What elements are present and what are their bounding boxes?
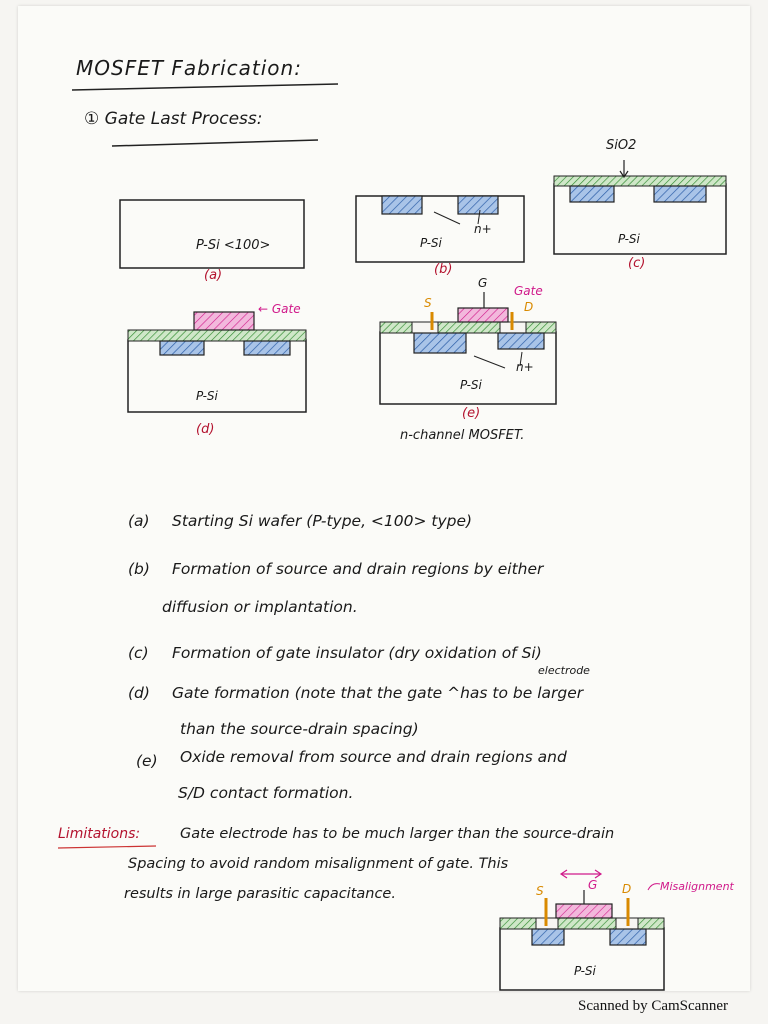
page-title: MOSFET Fabrication: [76,56,302,80]
arrow-e1 [473,355,506,369]
section-heading: ① Gate Last Process: [84,109,263,129]
section-underline [111,139,319,147]
caption-b: (b) [434,262,453,277]
doping-b-label: n+ [474,222,492,236]
limitations-line-2: Spacing to avoid random misalignment of … [128,856,509,872]
source-region-b [381,195,423,215]
step-b-cont: diffusion or implantation. [162,598,358,616]
substrate-d-label: P-Si [196,389,218,403]
substrate-b [355,195,525,263]
step-a-text: Starting Si wafer (P-type, <100> type) [172,512,473,530]
scanner-watermark: Scanned by CamScanner [578,998,728,1014]
step-b-label: (b) [128,560,150,578]
gate-e-terminal-label: G [478,276,488,290]
drain-region-l [609,928,647,946]
step-d-insert: electrode [538,664,590,677]
substrate-a [119,199,305,269]
title-underline [71,83,339,91]
step-e-text: Oxide removal from source and drain regi… [180,748,567,766]
limitations-figure [499,869,665,991]
oxide-layer-d [127,329,307,342]
gate-d-label: ← Gate [258,302,301,316]
notebook-page [18,6,750,991]
figure-b [355,195,525,263]
source-opening-e [411,321,439,334]
gate-e-label: Gate [514,284,543,298]
step-d-label: (d) [128,684,150,702]
misalignment-label: Misalignment [660,880,734,893]
drain-region-e [497,332,545,350]
source-l-label: S [536,884,544,898]
gate-d [193,311,255,331]
figure-e [379,292,557,405]
substrate-b-label: P-Si [420,236,442,250]
step-d-cont: than the source-drain spacing) [180,720,419,738]
device-name: n-channel MOSFET. [400,428,525,443]
source-region-d [159,340,205,356]
arrow-e2 [519,351,523,367]
source-region-l [531,928,565,946]
drain-region-c [653,185,707,203]
source-region-e [413,332,467,354]
limitations-line-1: Gate electrode has to be much larger tha… [180,826,615,842]
source-region-c [569,185,615,203]
misalignment-pointer [647,883,661,891]
doping-e-label: n+ [516,360,534,374]
arrow-b2 [477,209,481,225]
limitations-underline [57,845,157,849]
gate-e [457,307,509,323]
substrate-a-label: P-Si <100> [196,238,271,253]
substrate-e-label: P-Si [460,378,482,392]
oxide-layer-l [499,917,665,930]
figure-c [553,160,727,255]
step-e-cont: S/D contact formation. [178,784,354,802]
drain-region-d [243,340,291,356]
arrow-b1 [433,211,461,225]
limitations-line-3: results in large parasitic capacitance. [124,886,396,902]
drain-l-label: D [622,882,632,896]
figure-d [127,311,307,413]
oxide-layer-e [379,321,557,334]
gate-l [555,903,613,919]
step-c-label: (c) [128,644,149,662]
step-c-text: Formation of gate insulator (dry oxidati… [172,644,542,662]
caption-e: (e) [462,406,481,421]
drain-e-label: D [524,300,534,314]
source-e-label: S [424,296,432,310]
step-e-label: (e) [136,752,158,770]
figure-a [119,199,305,269]
drain-region-b [457,195,499,215]
gate-l-label: G [588,878,598,892]
substrate-l-label: P-Si [574,964,596,978]
step-d-text: Gate formation (note that the gate ^has … [172,684,584,702]
caption-d: (d) [196,422,215,437]
oxide-layer-c [553,175,727,187]
step-b-text: Formation of source and drain regions by… [172,560,544,578]
limitations-label: Limitations: [58,826,141,842]
caption-c: (c) [628,256,646,271]
sio2-label: SiO2 [606,138,637,153]
step-a-label: (a) [128,512,150,530]
substrate-c-label: P-Si [618,232,640,246]
caption-a: (a) [204,268,223,283]
